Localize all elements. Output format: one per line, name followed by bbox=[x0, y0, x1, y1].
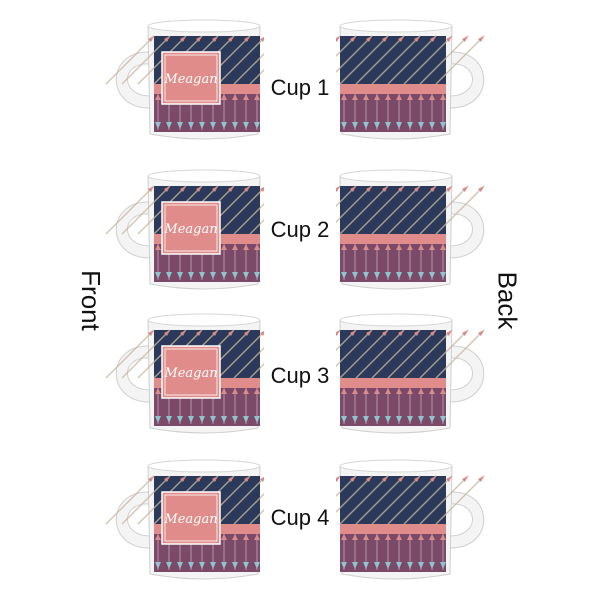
cup-2-label: Cup 2 bbox=[270, 217, 330, 242]
cup-3-back[interactable] bbox=[336, 306, 496, 438]
cup-3-front[interactable]: Meagan bbox=[104, 306, 264, 438]
personalized-name: Meagan bbox=[163, 512, 217, 527]
cup-2-back[interactable] bbox=[336, 162, 496, 294]
back-label: Back bbox=[492, 271, 523, 330]
cup-1-front[interactable]: Meagan bbox=[104, 12, 264, 144]
cup-4-back[interactable] bbox=[336, 452, 496, 584]
cup-4-front[interactable]: Meagan bbox=[104, 452, 264, 584]
front-label: Front bbox=[75, 270, 106, 331]
personalized-name: Meagan bbox=[163, 222, 217, 237]
personalized-name: Meagan bbox=[163, 366, 217, 381]
personalized-name: Meagan bbox=[163, 72, 217, 87]
cup-4-label: Cup 4 bbox=[270, 505, 330, 530]
cup-2-front[interactable]: Meagan bbox=[104, 162, 264, 294]
cup-3-label: Cup 3 bbox=[270, 363, 330, 388]
cup-1-label: Cup 1 bbox=[270, 75, 330, 100]
cup-1-back[interactable] bbox=[336, 12, 496, 144]
